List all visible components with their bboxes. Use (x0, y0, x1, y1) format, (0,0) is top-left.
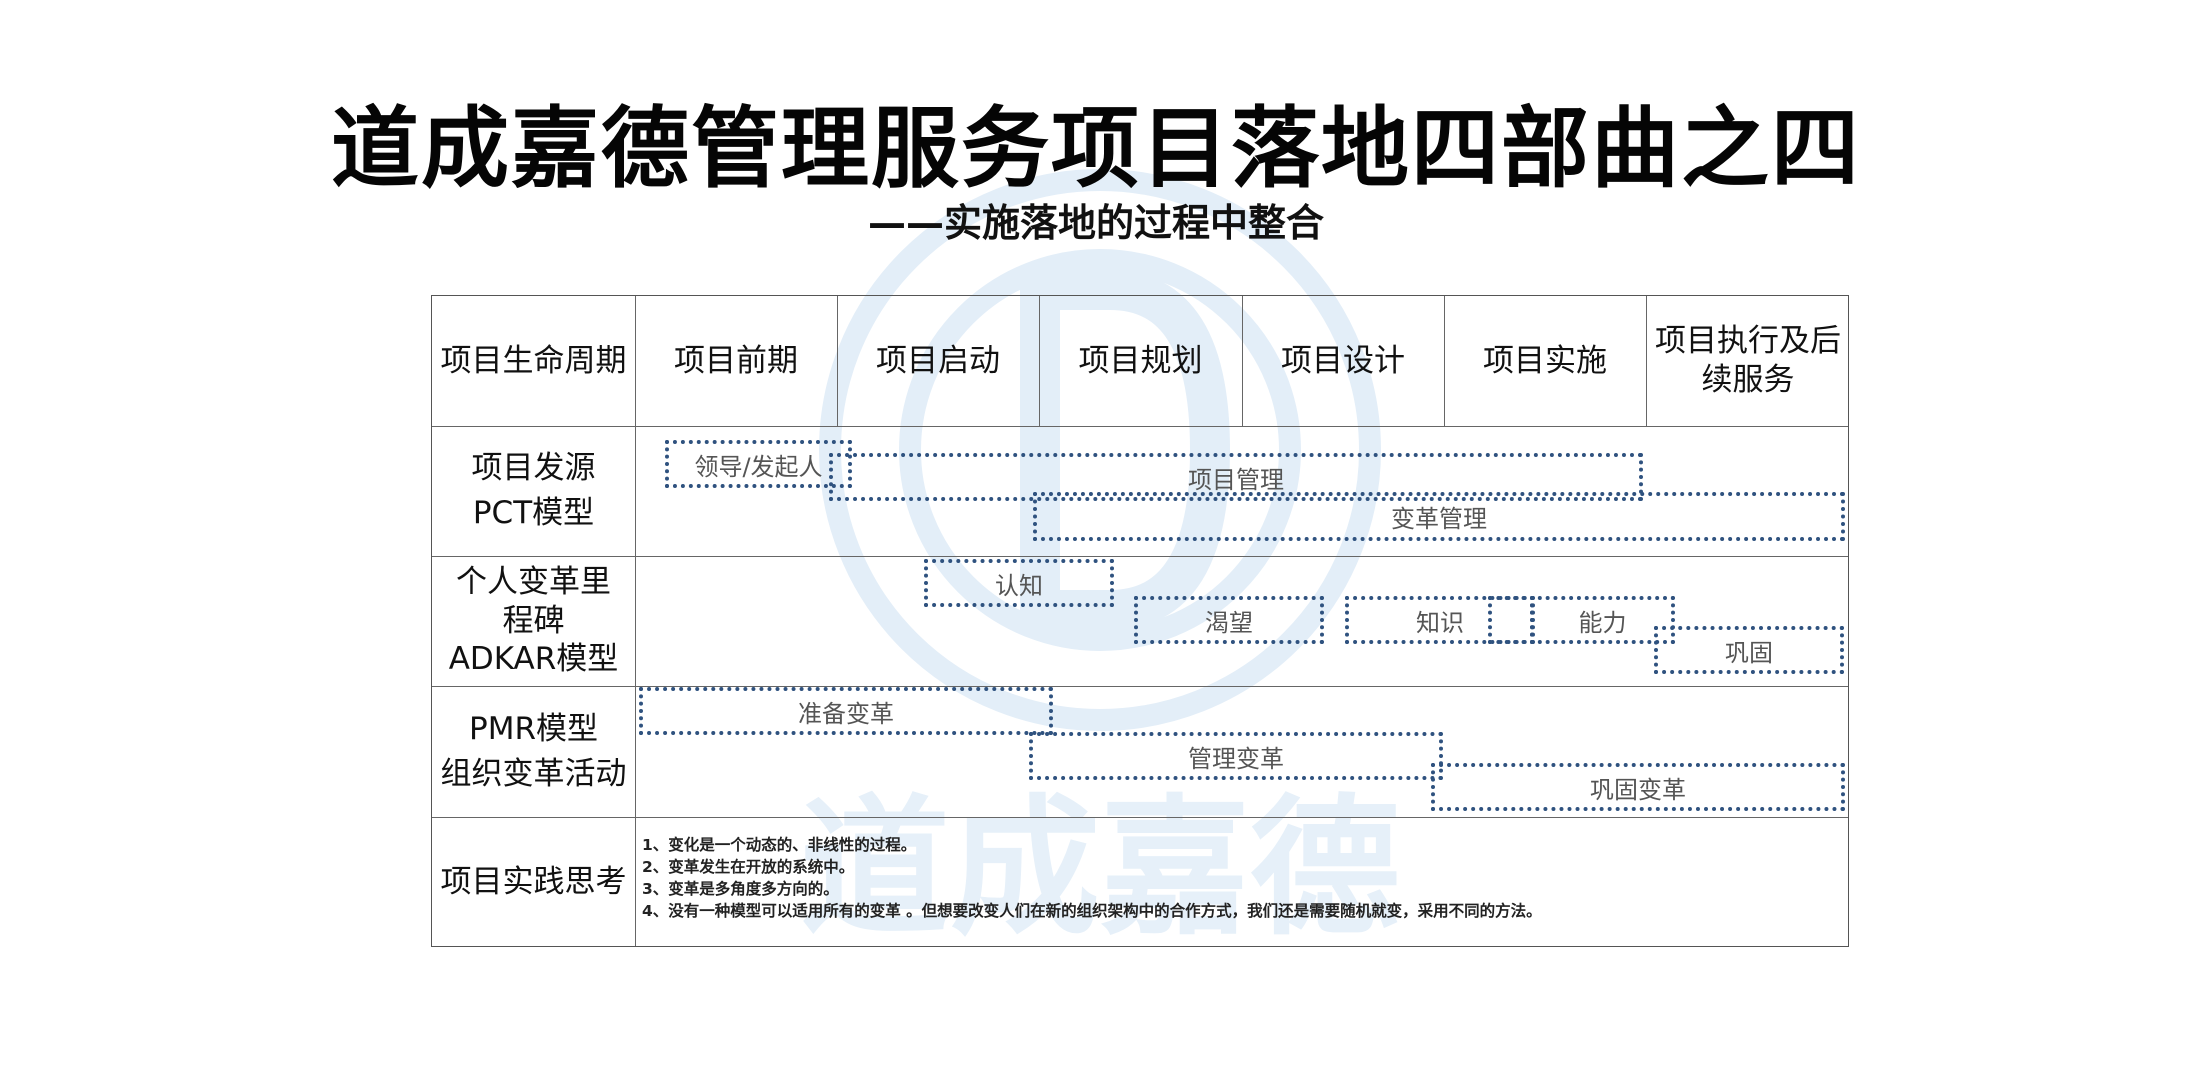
page-title: 道成嘉德管理服务项目落地四部曲之四 (330, 97, 1861, 200)
phase-execution-service-label: 项目执行及后续服务 (1655, 323, 1841, 398)
row-label-pmr-line2: 组织变革活动 (440, 755, 627, 792)
box-project-management: 项目管理 (829, 453, 1643, 501)
watermark-logo: 道成嘉德 (800, 169, 1400, 956)
box-leader-sponsor: 领导/发起人 (665, 440, 852, 488)
box-prepare-change: 准备变革 (639, 687, 1053, 735)
box-manage-change: 管理变革 (1029, 732, 1443, 780)
phase-implementation: 项目实施 (1483, 342, 1607, 379)
note-4: 4、没有一种模型可以适用所有的变革 。但想要改变人们在新的组织架构中的合作方式，… (642, 902, 1542, 920)
page-subtitle: ——实施落地的过程中整合 (867, 201, 1324, 245)
row-label-adkar: 个人变革里 程碑 ADKAR模型 (432, 556, 635, 686)
box-awareness: 认知 (924, 559, 1114, 607)
box-knowledge-ability-overlap (1488, 596, 1534, 644)
phase-pre-project: 项目前期 (674, 342, 798, 379)
row-label-pmr: PMR模型 组织变革活动 (432, 686, 635, 817)
box-knowledge: 知识 (1345, 596, 1535, 644)
lifecycle-table: 项目生命周期 项目前期 项目启动 项目规划 项目设计 项目实施 项目执行及后续服… (431, 295, 1849, 947)
row-label-pmr-line1: PMR模型 (469, 710, 598, 747)
watermark-text: 道成嘉德 (800, 782, 1400, 956)
box-desire: 渴望 (1134, 596, 1324, 644)
practice-notes: 1、变化是一个动态的、非线性的过程。 2、变革发生在开放的系统中。 3、变革是多… (642, 834, 1542, 922)
note-3: 3、变革是多角度多方向的。 (642, 880, 839, 898)
row-label-pct: 项目发源 PCT模型 (432, 426, 635, 556)
phase-design: 项目设计 (1281, 342, 1405, 379)
phase-planning: 项目规划 (1078, 342, 1203, 379)
row-label-adkar-line2: 程碑 (502, 602, 565, 639)
note-1: 1、变化是一个动态的、非线性的过程。 (642, 836, 917, 854)
box-change-management: 变革管理 (1033, 492, 1845, 541)
row-label-adkar-line1: 个人变革里 (456, 563, 611, 600)
row-label-adkar-line3: ADKAR模型 (448, 641, 619, 678)
note-2: 2、变革发生在开放的系统中。 (642, 858, 855, 876)
header-label: 项目生命周期 (440, 342, 627, 379)
box-reinforcement: 巩固 (1654, 626, 1844, 674)
box-ability: 能力 (1530, 596, 1675, 644)
box-reinforce-change: 巩固变革 (1431, 763, 1845, 811)
phase-execution-service: 项目执行及后续服务 (1646, 296, 1850, 426)
row-label-practice: 项目实践思考 (440, 864, 627, 901)
row-label-pct-line2: PCT模型 (472, 495, 595, 531)
phase-kickoff: 项目启动 (876, 342, 1000, 379)
row-label-pct-line1: 项目发源 (471, 450, 596, 487)
